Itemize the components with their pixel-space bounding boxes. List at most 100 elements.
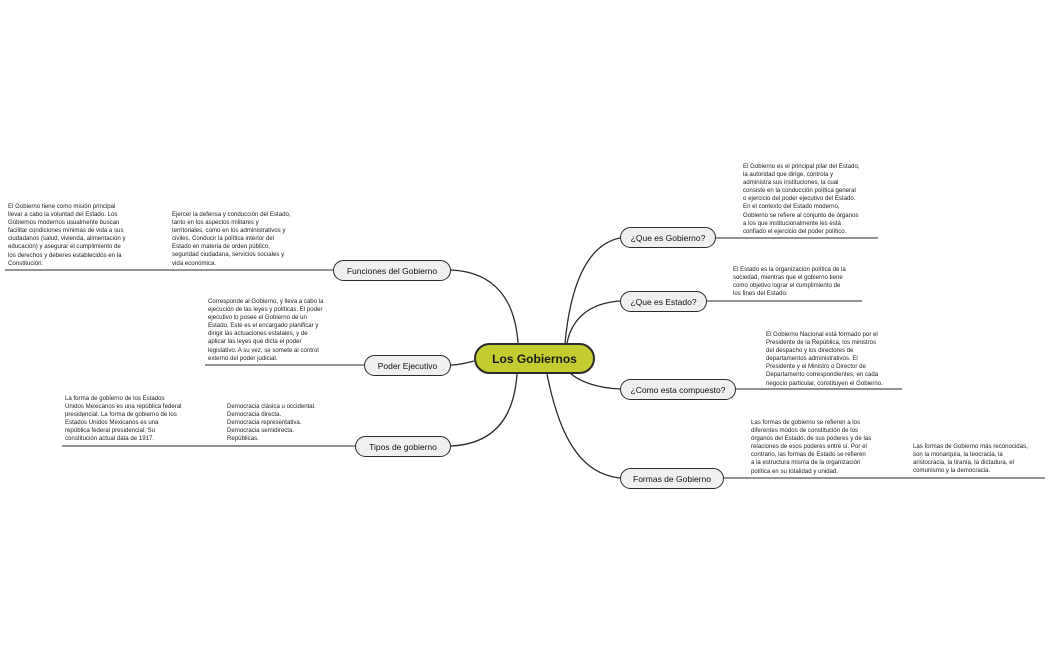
note-poder-ejecutivo[interactable]: Corresponde al Gobierno, y lleva a cabo … [208,298,324,363]
note-line: relaciones de esos poderes entre sí. Por… [751,443,867,451]
note-line: Repúblicas. [227,435,259,443]
note-line: negocio particular, constituyen el Gobie… [766,379,883,387]
note-line: a los que institucionalmente les está [743,219,841,227]
note-line: ejecución de las leyes y políticas. El p… [208,306,323,314]
note-line: Democracia clásica u occidental. [227,403,316,410]
note-line: Democracia semidirecta. [227,427,295,435]
note-line: república federal presidencial. Su [65,427,156,435]
note-line: Presidente de la República, los ministro… [766,339,877,347]
note-line: constitución actual data de 1917. [65,435,155,443]
note-line: externo del poder judicial. [208,354,278,362]
note-line: presidencial. La forma de gobierno de lo… [65,411,177,419]
note-line: El Estado es la organización política de… [733,266,846,273]
note-line: territoriales, como en los administrativ… [172,227,286,235]
note-line: Unidos Mexicanos es una república federa… [65,403,182,411]
topic-que-es-estado[interactable]: ¿Que es Estado? [620,291,707,312]
note-line: Estados Unidos Mexicanos es una [65,419,159,427]
note-line: Gobierno se refiere al conjunto de órgan… [743,211,859,219]
note-line: política en su totalidad y unidad. [751,467,839,475]
branch-tipos-de-gobierno [450,373,518,447]
note-line: contrario, las formas de Estado se refie… [751,451,866,459]
topic-como-esta-compuesto[interactable]: ¿Como esta compuesto? [620,379,736,400]
note-line: confiado el ejercicio del poder político… [743,227,847,235]
note-line: El Gobierno es el principal pilar del Es… [743,163,860,170]
note-line: seguridad ciudadana, servicios sociales … [172,251,285,259]
note-formas-de-gobierno-definicion[interactable]: Las formas de gobierno se refieren a los… [751,419,871,476]
note-line: diferentes modos de constitución de los [751,427,859,435]
note-formas-de-gobierno-reconocidas[interactable]: Las formas de Gobierno más reconocidas,s… [913,443,1028,475]
branch-como-esta-compuesto [569,372,621,390]
note-line: son la monarquía, la teocracia, la [913,451,1003,459]
topic-label: Poder Ejecutivo [377,360,438,371]
central-topic-label: Los Gobiernos [492,351,577,366]
note-line: aristocracia, la tiranía, la dictadura, … [913,459,1014,467]
note-line: dirigir las actuaciones estatales, y de [208,330,308,338]
central-topic[interactable]: Los Gobiernos [474,343,595,374]
note-line: departamentos administrativos. El [766,355,858,363]
note-line: En el contexto del Estado moderno, [743,203,840,211]
note-line: los fines del Estado. [733,290,788,298]
note-line: Las formas de Gobierno más reconocidas, [913,443,1028,450]
note-line: Las formas de gobierno se refieren a los [751,419,861,426]
note-line: la autoridad que dirige, controla y [743,171,834,179]
note-line: educación) y asegurar el cumplimiento de [8,243,121,251]
note-line: Democracia directa. [227,411,282,419]
topic-label: Tipos de gobierno [369,441,437,452]
note-line: del despacho y los directores de [766,347,854,355]
note-que-es-gobierno[interactable]: El Gobierno es el principal pilar del Es… [743,163,860,236]
note-line: a la estructura misma de la organización [751,459,861,467]
topic-que-es-gobierno[interactable]: ¿Que es Gobierno? [620,227,716,248]
note-line: consiste en la conducción política gener… [743,187,856,195]
note-line: o ejercicio del poder ejecutivo del Esta… [743,195,856,203]
topic-label: Funciones del Gobierno [346,265,438,276]
note-line: administra sus instituciones, la cual [743,179,839,187]
note-line: sociedad, mientras que el gobierno tiene [733,274,843,282]
branch-que-es-gobierno [564,237,621,344]
note-line: aplicar las leyes que dicta el poder [208,338,302,346]
note-funciones-defensa[interactable]: Ejercer la defensa y conducción del Esta… [172,211,291,268]
topic-poder-ejecutivo[interactable]: Poder Ejecutivo [364,355,451,376]
note-line: Departamento correspondientes, en cada [766,371,879,379]
note-line: órganos del Estado, de sus poderes y de … [751,435,872,443]
branch-funciones-del-gobierno [450,269,519,344]
note-line: Constitución. [8,259,44,267]
note-line: La forma de gobierno de los Estados [65,395,165,402]
topic-label: ¿Como esta compuesto? [630,384,726,395]
topic-label: Formas de Gobierno [633,473,711,484]
note-line: Presidente y el Ministro o Director de [766,363,866,371]
note-line: llevar a cabo la voluntad del Estado. Lo… [8,211,118,219]
note-line: Democracia representativa. [227,419,302,427]
note-line: civiles. Conducir la política interior d… [172,235,274,243]
note-line: como objetivo lograr el cumplimiento de [733,282,841,290]
topic-formas-de-gobierno[interactable]: Formas de Gobierno [620,468,724,489]
note-line: Corresponde al Gobierno, y lleva a cabo … [208,298,324,305]
note-line: Gobiernos modernos usualmente buscan [8,219,120,227]
note-line: ejecutivo lo posee el Gobierno de un [208,314,307,322]
note-line: vida económica. [172,259,217,267]
note-line: ciudadanos (salud, vivienda, alimentació… [8,235,126,243]
note-line: tanto en los aspectos militares y [172,219,259,227]
topic-tipos-de-gobierno[interactable]: Tipos de gobierno [355,436,451,457]
note-line: Estado. Este es el encargado planificar … [208,322,319,330]
branch-que-es-estado [566,300,621,344]
branch-poder-ejecutivo [450,360,475,366]
topic-label: ¿Que es Estado? [630,296,697,307]
note-que-es-estado[interactable]: El Estado es la organización política de… [733,266,846,298]
branch-formas-de-gobierno [546,373,621,479]
note-line: legislativo. A su vez, se somete al cont… [208,346,319,354]
note-line: El Gobierno Nacional está formado por el [766,331,878,338]
note-line: facilitar condiciones mínimas de vida a … [8,227,124,235]
topic-label: ¿Que es Gobierno? [630,232,706,243]
note-line: comunismo y la democracia. [913,467,991,475]
note-line: los derechos y deberes establecidos en l… [8,251,122,259]
topic-funciones-del-gobierno[interactable]: Funciones del Gobierno [333,260,451,281]
note-line: Estado en materia de orden público, [172,243,270,251]
note-line: El Gobierno tiene como misión principal [8,203,116,210]
note-tipos-democracia[interactable]: Democracia clásica u occidental.Democrac… [227,403,316,443]
note-line: Ejercer la defensa y conducción del Esta… [172,211,291,218]
note-como-esta-compuesto[interactable]: El Gobierno Nacional está formado por el… [766,331,883,388]
